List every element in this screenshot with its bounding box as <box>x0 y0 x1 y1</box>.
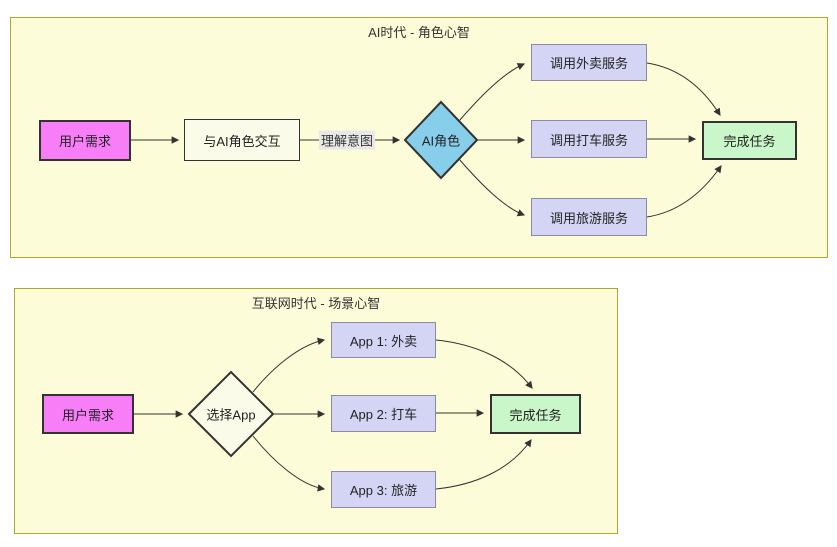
node-app3-travel: App 3: 旅游 <box>331 471 436 508</box>
subgraph-title: 互联网时代 - 场景心智 <box>251 296 381 311</box>
decision-label-ai-role: AI角色 <box>421 133 461 149</box>
edge-app3-done <box>435 439 532 490</box>
decision-label-choose-app: 选择App <box>206 407 256 423</box>
node-app1-food: App 1: 外卖 <box>331 322 436 358</box>
edge-travel-done <box>646 165 722 218</box>
node-call-food-service: 调用外卖服务 <box>531 44 647 81</box>
edges-layer <box>131 62 722 218</box>
node-user-need: 用户需求 <box>39 120 131 161</box>
node-interact-ai-role: 与AI角色交互 <box>184 119 300 161</box>
subgraph-internet-era: 互联网时代 - 场景心智 用户需求 选择App App 1: 外卖 App 2:… <box>14 288 618 534</box>
edge-app1-done <box>435 339 533 389</box>
edge-airole-food <box>458 63 526 122</box>
edge-chooseapp-app1 <box>252 337 326 393</box>
edge-airole-travel <box>458 158 526 217</box>
edges-layer <box>134 337 533 492</box>
node-complete-task: 完成任务 <box>490 394 581 434</box>
edge-label-understand-intent: 理解意图 <box>318 130 376 150</box>
decision-diamond-ai-role <box>403 100 479 180</box>
node-call-travel-service: 调用旅游服务 <box>531 198 647 236</box>
node-complete-task: 完成任务 <box>702 121 797 160</box>
node-call-taxi-service: 调用打车服务 <box>531 120 647 158</box>
subgraph-title: AI时代 - 角色心智 <box>368 25 470 40</box>
node-app2-taxi: App 2: 打车 <box>331 395 436 432</box>
node-user-need: 用户需求 <box>42 394 134 434</box>
subgraph-ai-era: AI时代 - 角色心智 用户需求 与AI角色交互 AI角色 理 <box>10 17 828 258</box>
decision-diamond-choose-app <box>187 370 275 458</box>
edge-food-done <box>646 62 721 116</box>
edge-chooseapp-app3 <box>252 435 326 492</box>
